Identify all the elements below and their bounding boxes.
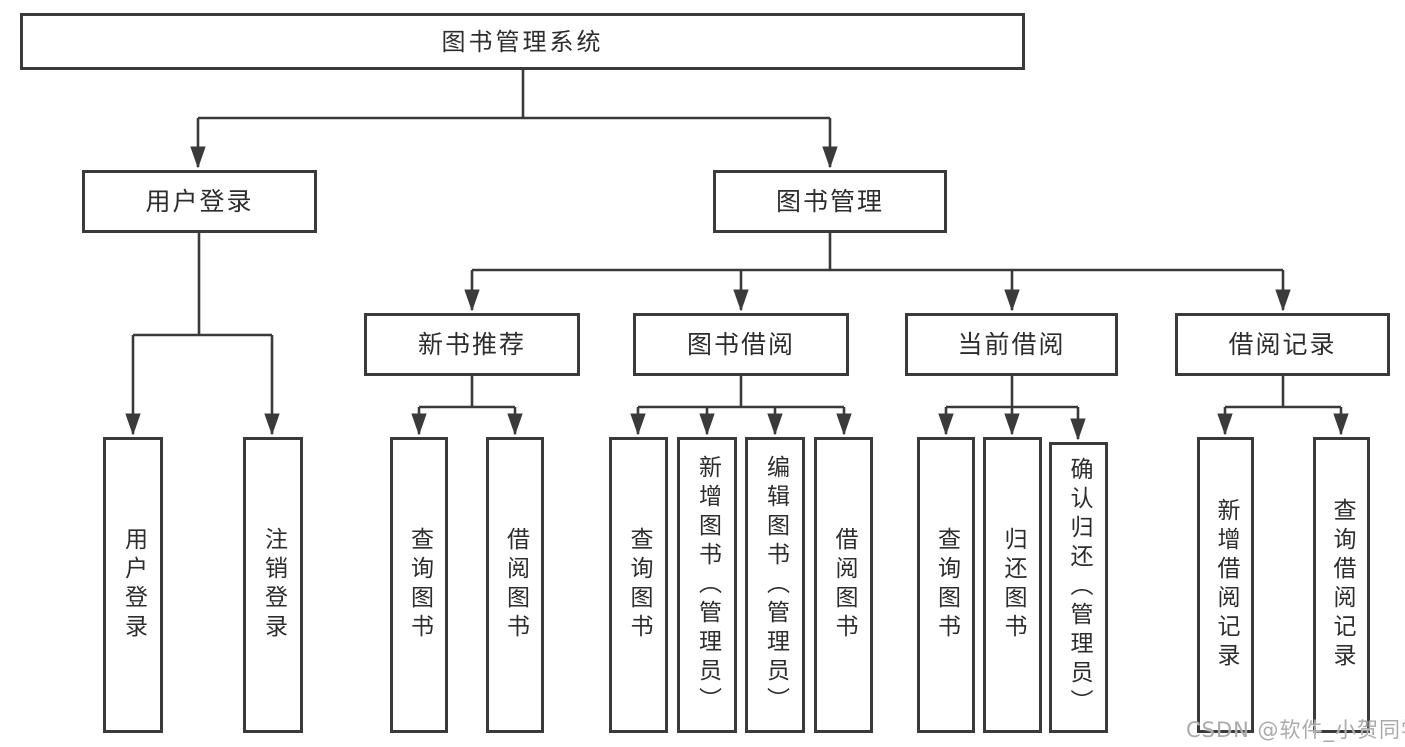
leaf-query-books-current: 查询图书 [917,437,975,733]
leaf-borrow-books-recommend: 借阅图书 [486,437,544,733]
node-root: 图书管理系统 [20,13,1025,70]
edge-root-split [198,70,830,120]
node-root-label: 图书管理系统 [441,27,604,56]
csdn-watermark: CSDN @软件_小贺同学 [1186,718,1405,742]
edge-userlogin-split [133,232,272,337]
node-book-management-label: 图书管理 [775,187,884,216]
leaf-query-books-borrow-label: 查询图书 [626,527,652,643]
leaf-borrow-book-label: 借阅图书 [831,527,857,643]
edge-bookborrow-split [638,376,844,409]
leaf-user-login: 用户登录 [103,437,163,733]
leaf-add-book-admin-label: 新增图书（管理员） [694,454,721,716]
leaf-edit-book-admin: 编辑图书（管理员） [745,437,805,733]
leaf-return-book: 归还图书 [983,437,1042,733]
leaf-query-borrow-record: 查询借阅记录 [1313,437,1370,733]
node-user-login-label: 用户登录 [145,187,254,216]
node-user-login: 用户登录 [82,170,317,233]
leaf-edit-book-admin-label: 编辑图书（管理员） [762,454,789,716]
node-new-book-recommend-label: 新书推荐 [417,330,526,359]
node-borrow-records-label: 借阅记录 [1228,330,1337,359]
edge-bookmgmt-split [472,233,1283,272]
leaf-confirm-return-admin-label: 确认归还（管理员） [1066,457,1092,718]
leaf-logout: 注销登录 [243,437,303,733]
leaf-add-borrow-record-label: 新增借阅记录 [1213,498,1239,672]
node-new-book-recommend: 新书推荐 [364,313,580,376]
leaf-return-book-label: 归还图书 [1000,527,1026,643]
leaf-query-books-recommend-label: 查询图书 [406,527,433,643]
leaf-logout-label: 注销登录 [260,527,287,643]
leaf-query-books-current-label: 查询图书 [933,527,960,643]
leaf-add-borrow-record: 新增借阅记录 [1197,437,1254,733]
leaf-borrow-books-recommend-label: 借阅图书 [502,527,529,643]
leaf-borrow-book: 借阅图书 [814,437,873,733]
leaf-query-books-recommend: 查询图书 [390,437,448,733]
node-current-borrow-label: 当前借阅 [957,330,1066,359]
leaf-add-book-admin: 新增图书（管理员） [677,437,737,733]
node-borrow-records: 借阅记录 [1175,313,1390,376]
node-book-management: 图书管理 [713,170,947,233]
leaf-query-books-borrow: 查询图书 [609,437,668,733]
leaf-user-login-label: 用户登录 [120,527,147,643]
leaf-query-borrow-record-label: 查询借阅记录 [1329,498,1355,672]
node-book-borrow-label: 图书借阅 [686,330,795,359]
node-current-borrow: 当前借阅 [905,313,1118,376]
leaf-confirm-return-admin: 确认归还（管理员） [1049,442,1108,733]
edge-newbook-split [419,376,515,409]
node-book-borrow: 图书借阅 [633,313,849,376]
edge-borrowrecords-split [1225,376,1341,409]
edge-currentborrow-split [946,376,1078,409]
